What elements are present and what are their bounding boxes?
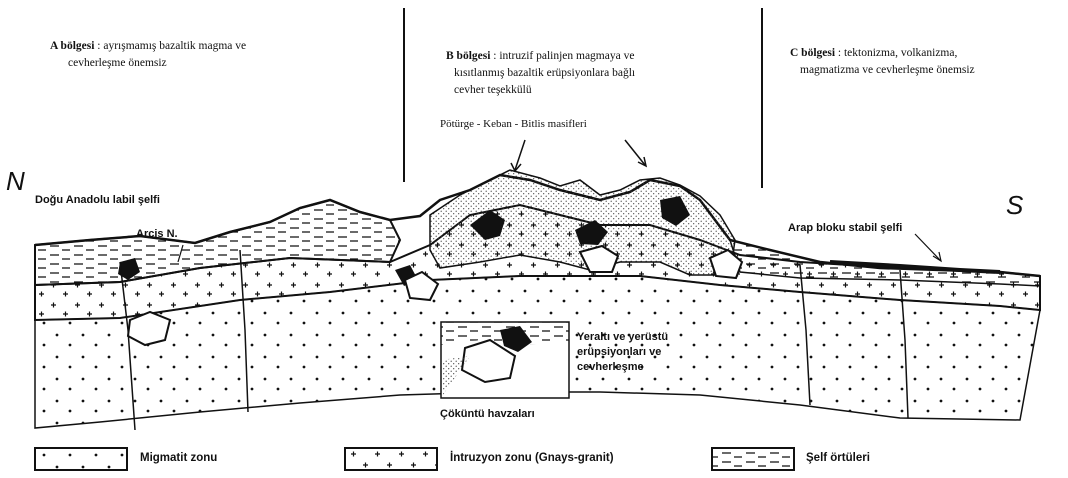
zone-a-name: A bölgesi — [50, 40, 94, 52]
zone-a-line2: cevherleşme önemsiz — [50, 57, 167, 69]
east-anatolia-label: Doğu Anadolu labil şelfi — [35, 194, 160, 206]
zone-c-text: C bölgesi : tektonizma, volkanizma, magm… — [790, 45, 975, 79]
zone-c-line1: : tektonizma, volkanizma, — [838, 47, 957, 59]
zone-a-line1: : ayrışmamış bazaltik magma ve — [97, 40, 246, 52]
legend-swatch-dashes — [712, 448, 794, 470]
legend-label-intrusion: İntruzyon zonu (Gnays-granit) — [450, 452, 614, 464]
arab-label: Arap bloku stabil şelfi — [788, 222, 902, 234]
zone-b-line1: : intruzif palinjen magmaya ve — [493, 50, 634, 62]
massifs-label: Pötürge - Keban - Bitlis masifleri — [440, 118, 587, 130]
eruption-label-2: erüpsiyonları ve — [577, 346, 661, 358]
eruption-label: Yeraltı ve yerüstü erüpsiyonları ve cevh… — [577, 330, 668, 375]
south-label: S — [1006, 190, 1023, 221]
north-label: N — [6, 166, 25, 197]
zone-b-line2: kısıtlanmış bazaltik erüpsiyonlara bağlı — [446, 67, 635, 79]
basins-label: Çöküntü havzaları — [440, 408, 535, 420]
eruption-label-3: cevherleşme — [577, 361, 644, 373]
zone-b-text: B bölgesi : intruzif palinjen magmaya ve… — [446, 48, 635, 99]
arc-label: Arcis N. — [136, 228, 178, 240]
arrow — [915, 234, 940, 260]
arrow — [625, 140, 645, 165]
legend-swatch-crosses — [345, 448, 437, 470]
zone-a-text: A bölgesi : ayrışmamış bazaltik magma ve… — [50, 38, 246, 72]
legend-swatch-dots — [35, 448, 127, 470]
legend-label-migmatite: Migmatit zonu — [140, 452, 217, 464]
zone-c-name: C bölgesi — [790, 47, 835, 59]
legend-label-shelf: Şelf örtüleri — [806, 452, 870, 464]
zone-c-line2: magmatizma ve cevherleşme önemsiz — [790, 64, 975, 76]
eruption-label-1: Yeraltı ve yerüstü — [577, 331, 668, 343]
zone-b-line3: cevher teşekkülü — [446, 84, 532, 96]
zone-b-name: B bölgesi — [446, 50, 490, 62]
